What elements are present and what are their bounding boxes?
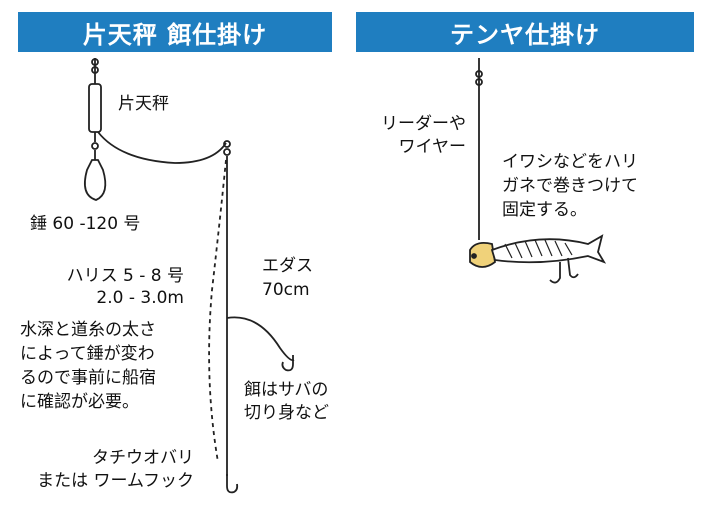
jig-head	[469, 241, 496, 268]
kata-tenbin-rig	[84, 58, 295, 494]
tenya-hook	[549, 262, 561, 284]
swivel-top-2	[91, 66, 99, 74]
note-line-1: 水深と道糸の太さ	[20, 320, 156, 340]
main-hook	[226, 474, 239, 494]
arm-swivel-2	[223, 148, 231, 156]
tenbin-snap	[91, 142, 99, 150]
right-section-title: テンヤ仕掛け	[356, 12, 694, 52]
tenya-hook-2	[567, 257, 579, 279]
harisu-label-2: 2.0 - 3.0m	[96, 288, 184, 308]
jig-eye	[471, 253, 477, 259]
tenbin-body	[88, 83, 102, 133]
bait-fish	[490, 234, 607, 264]
tenbin-arm	[97, 131, 227, 164]
swivel-top	[91, 58, 99, 66]
note-line-2: によって錘が変わ	[20, 344, 155, 364]
edasu-label-1: エダス	[262, 256, 313, 276]
edasu-label-2: 70cm	[262, 280, 310, 300]
fish-note-3: 固定する。	[502, 200, 587, 220]
tenbin-label: 片天秤	[118, 94, 169, 114]
tenya-swivel	[475, 70, 483, 78]
bait-label-1: 餌はサバの	[244, 380, 329, 400]
fish-note-2: ガネで巻きつけて	[502, 176, 638, 196]
edasu-line	[226, 316, 295, 362]
note-line-3: るので事前に船宿	[20, 368, 156, 388]
leader-label-2: ワイヤー	[398, 137, 467, 157]
fish-note-1: イワシなどをハリ	[502, 152, 638, 172]
wire-wrap	[504, 239, 573, 259]
left-section-title: 片天秤 餌仕掛け	[18, 12, 332, 52]
hook-label-1: タチウオバリ	[92, 448, 194, 468]
tenya-swivel-2	[475, 78, 483, 86]
sinker	[84, 159, 107, 201]
harisu-label-1: ハリス 5 - 8 号	[66, 266, 184, 286]
note-line-4: に確認が必要。	[20, 392, 139, 412]
edasu-hook	[281, 355, 294, 372]
tenya-rig	[469, 58, 607, 284]
hook-label-2: または ワームフック	[37, 471, 194, 491]
bait-label-2: 切り身など	[244, 403, 329, 423]
arm-swivel	[223, 140, 231, 148]
leader-label-1: リーダーや	[381, 114, 466, 134]
weight-label: 錘 60 -120 号	[30, 214, 141, 234]
harisu-dashed	[208, 159, 227, 463]
